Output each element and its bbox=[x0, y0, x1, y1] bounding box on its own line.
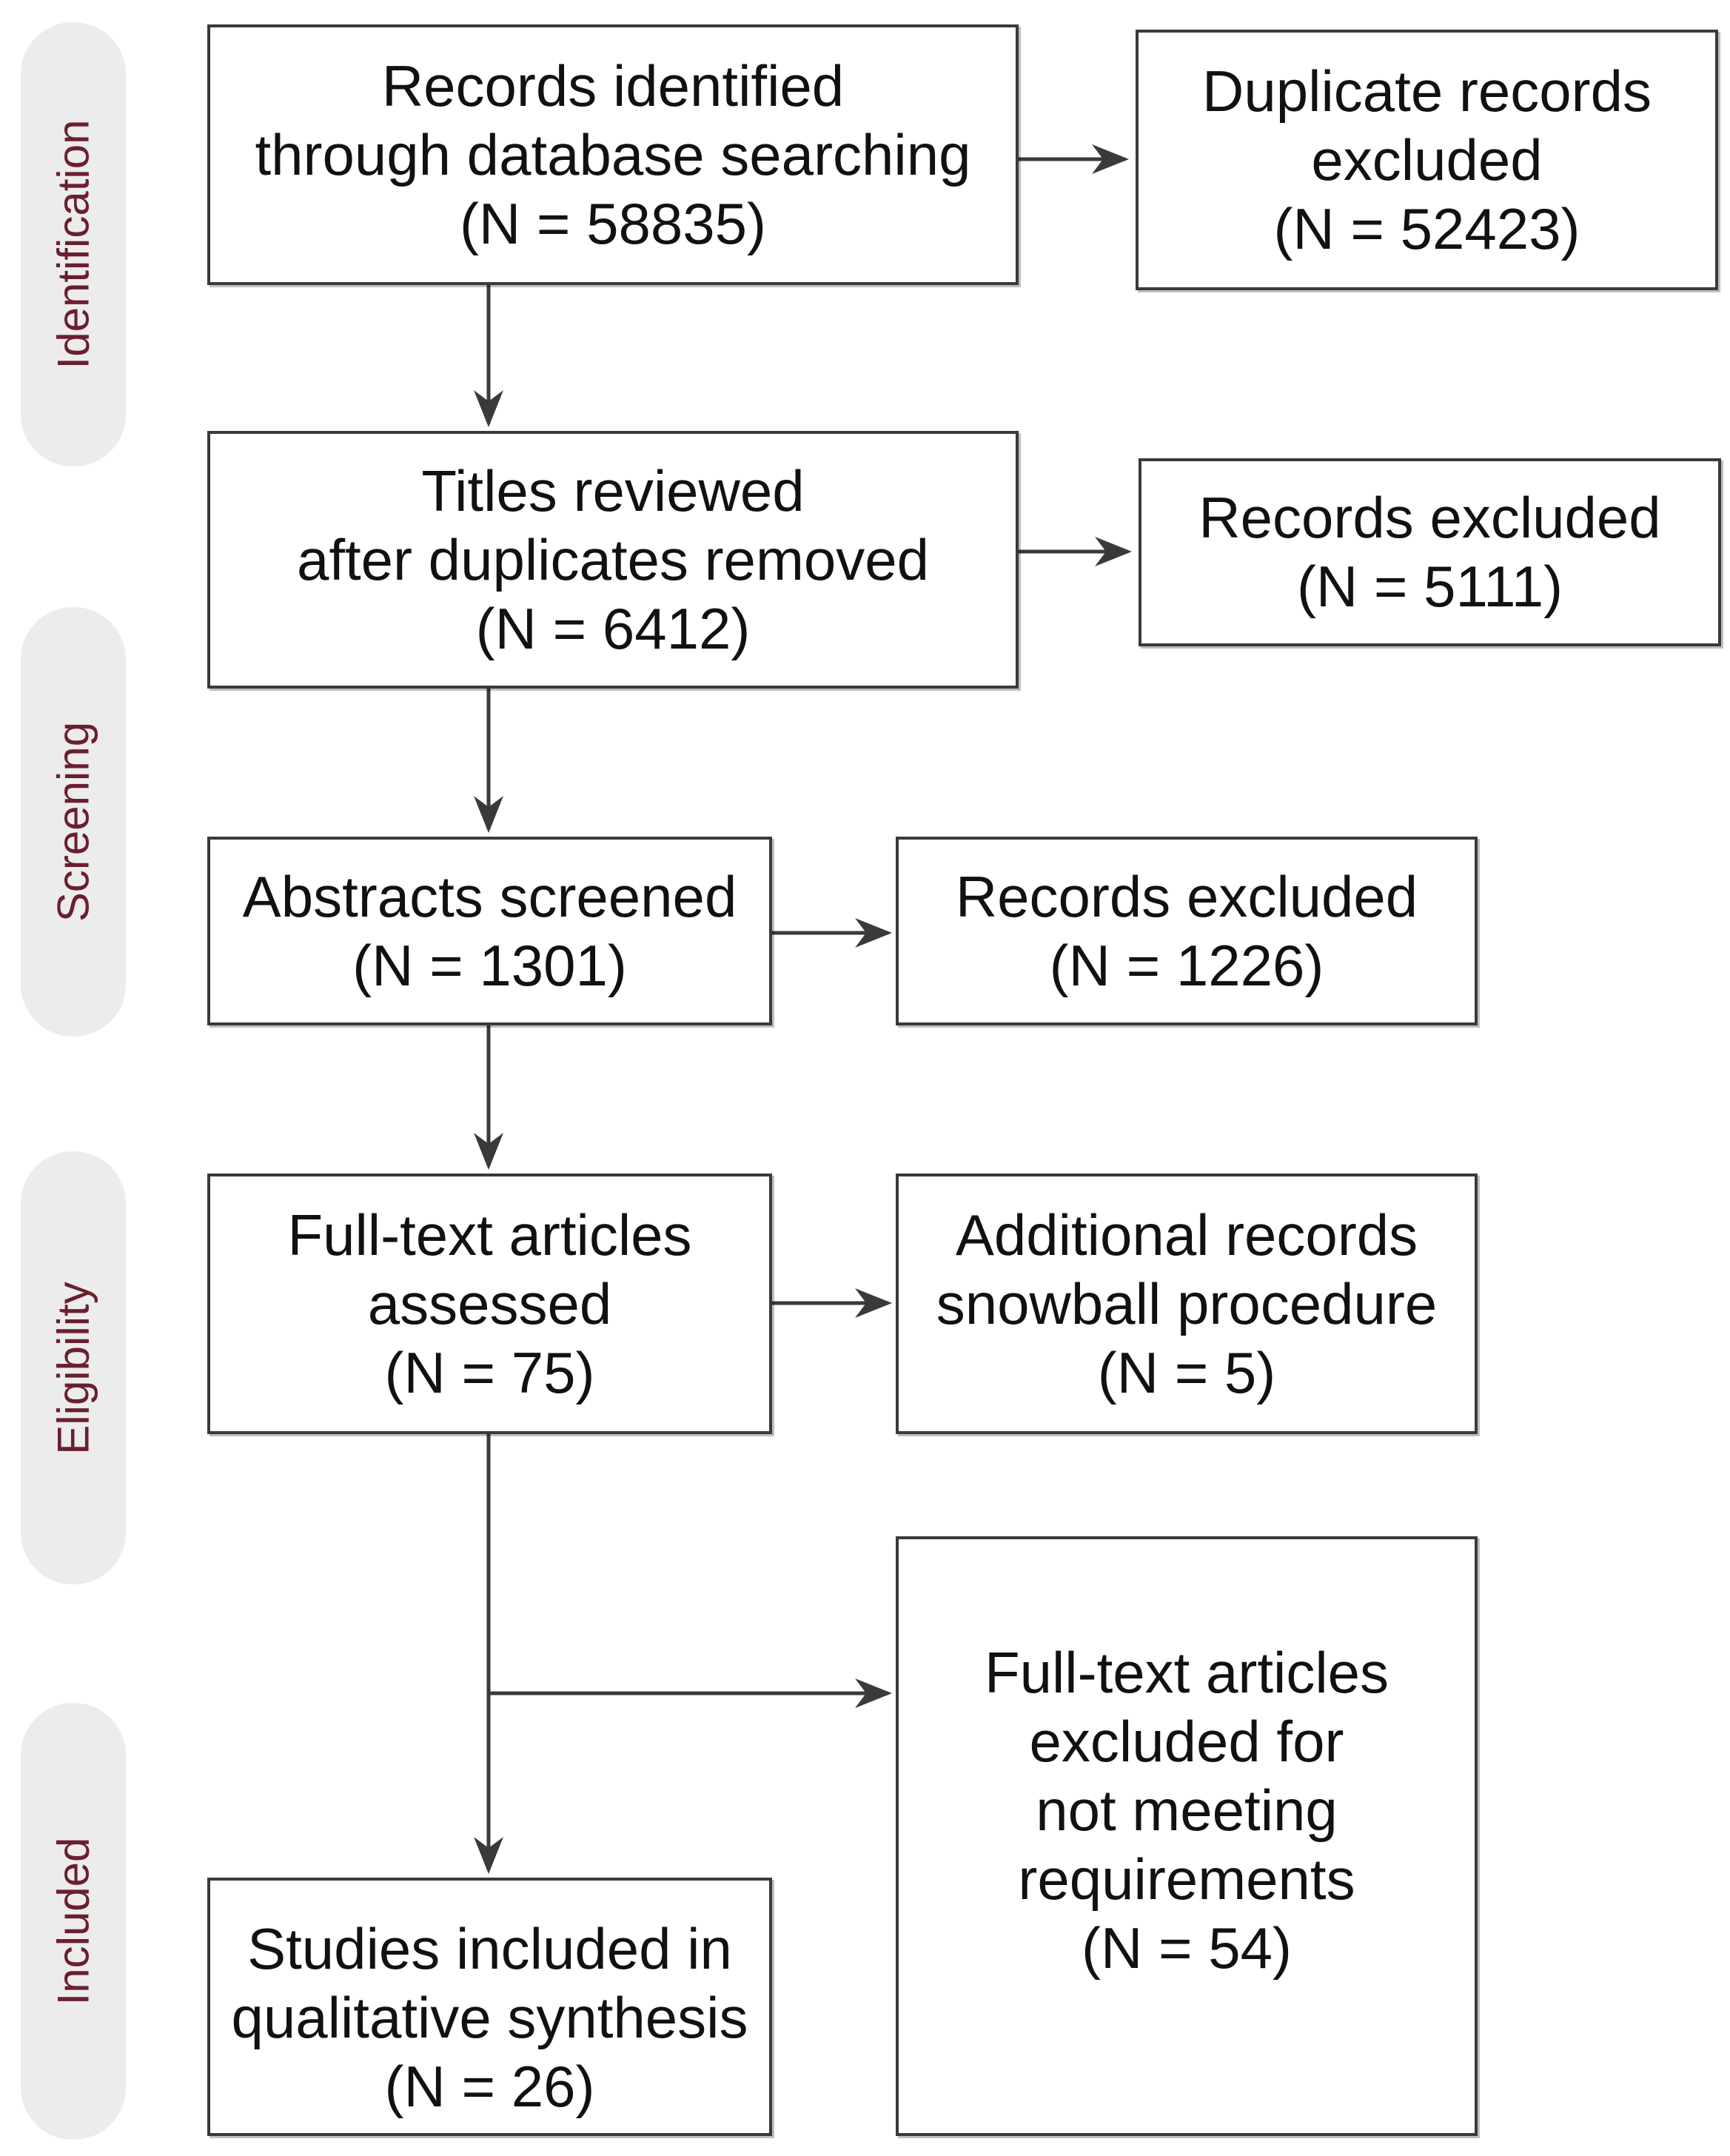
box-fulltext-excluded-line-2: excluded for bbox=[1029, 1708, 1344, 1774]
box-duplicates-excluded-line-2: excluded bbox=[1311, 127, 1543, 192]
box-records-excluded-titles: Records excluded (N = 5111) bbox=[1139, 458, 1721, 646]
box-studies-included-count: (N = 26) bbox=[384, 2054, 595, 2119]
box-fulltext-assessed-line-2: assessed bbox=[367, 1270, 612, 1336]
box-records-identified-count: (N = 58835) bbox=[459, 190, 767, 256]
box-studies-included: Studies included in qualitative synthesi… bbox=[207, 1878, 772, 2136]
box-records-identified-line-1: Records identified bbox=[381, 53, 845, 118]
box-titles-reviewed-line-1: Titles reviewed bbox=[421, 458, 805, 523]
box-abstracts-screened-line-1: Abstracts screened bbox=[242, 863, 737, 929]
box-fulltext-assessed-line-1: Full-text articles bbox=[287, 1202, 692, 1268]
box-records-identified: Records identified through database sear… bbox=[207, 24, 1019, 285]
box-records-excluded-abstracts: Records excluded (N = 1226) bbox=[896, 837, 1478, 1025]
box-records-excluded-titles-line-1: Records excluded bbox=[1198, 485, 1661, 550]
box-records-excluded-titles-count: (N = 5111) bbox=[1296, 554, 1563, 619]
box-records-excluded-abstracts-line-1: Records excluded bbox=[955, 863, 1418, 929]
box-fulltext-assessed: Full-text articles assessed (N = 75) bbox=[207, 1174, 772, 1434]
box-fulltext-excluded-line-4: requirements bbox=[1018, 1846, 1355, 1912]
box-records-identified-line-2: through database searching bbox=[255, 121, 971, 187]
box-fulltext-excluded-count: (N = 54) bbox=[1082, 1915, 1292, 1981]
box-titles-reviewed-count: (N = 6412) bbox=[475, 595, 751, 661]
box-fulltext-excluded-line-3: not meeting bbox=[1036, 1777, 1338, 1843]
phase-eligibility: Eligibility bbox=[21, 1151, 126, 1584]
box-additional-records: Additional records snowball procedure (N… bbox=[896, 1174, 1478, 1434]
box-studies-included-line-1: Studies included in bbox=[247, 1916, 732, 1981]
box-records-excluded-abstracts-count: (N = 1226) bbox=[1049, 932, 1324, 998]
box-duplicates-excluded-count: (N = 52423) bbox=[1273, 195, 1580, 261]
box-titles-reviewed: Titles reviewed after duplicates removed… bbox=[207, 431, 1019, 689]
box-fulltext-excluded-line-1: Full-text articles bbox=[984, 1639, 1389, 1705]
box-abstracts-screened-count: (N = 1301) bbox=[352, 932, 627, 998]
box-abstracts-screened: Abstracts screened (N = 1301) bbox=[207, 837, 772, 1025]
box-fulltext-excluded: Full-text articles excluded for not meet… bbox=[896, 1536, 1478, 2136]
phase-screening: Screening bbox=[21, 607, 126, 1037]
box-fulltext-assessed-count: (N = 75) bbox=[384, 1339, 595, 1405]
phase-identification: Identification bbox=[21, 22, 126, 466]
phase-included: Included bbox=[21, 1703, 126, 2140]
box-additional-records-count: (N = 5) bbox=[1097, 1339, 1276, 1405]
box-titles-reviewed-line-2: after duplicates removed bbox=[296, 526, 930, 592]
box-duplicates-excluded: Duplicate records excluded (N = 52423) bbox=[1136, 30, 1718, 290]
box-duplicates-excluded-line-1: Duplicate records bbox=[1202, 58, 1652, 124]
box-additional-records-line-1: Additional records bbox=[955, 1202, 1418, 1268]
box-studies-included-line-2: qualitative synthesis bbox=[231, 1985, 748, 2050]
box-additional-records-line-2: snowball procedure bbox=[936, 1270, 1438, 1336]
